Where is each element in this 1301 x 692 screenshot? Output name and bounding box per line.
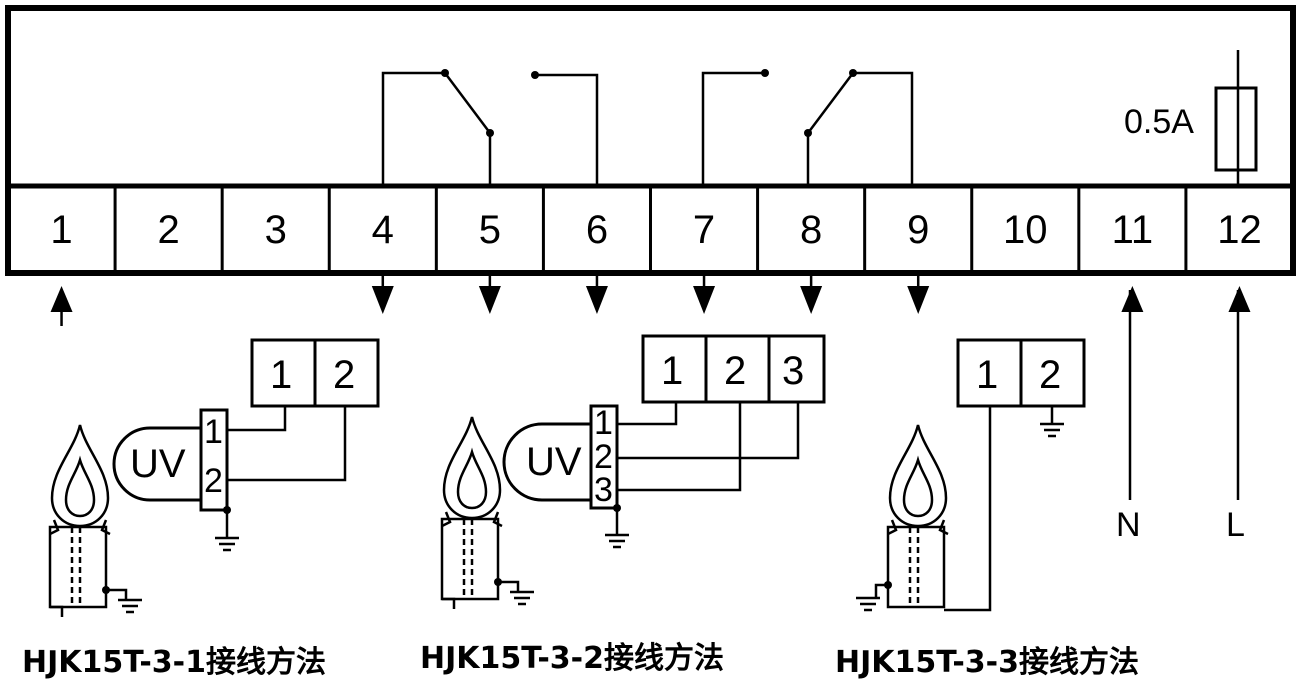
config1-caption: HJK15T-3-1接线方法 xyxy=(22,645,326,680)
terminal-10-label: 10 xyxy=(1003,208,1048,252)
config3-connector-pin-1: 1 xyxy=(976,353,998,397)
arrow-down-terminal-8 xyxy=(800,273,823,314)
terminal-7-label: 7 xyxy=(693,208,715,252)
config2-sensor-pin-3: 3 xyxy=(594,471,613,509)
config-3: 1 2 HJK15T-3-3接线方法 xyxy=(835,338,1139,680)
config2-connector-pin-2: 2 xyxy=(724,349,746,393)
arrow-down-terminal-9 xyxy=(907,273,930,314)
config2-caption: HJK15T-3-2接线方法 xyxy=(420,641,724,676)
terminal-5-label: 5 xyxy=(479,208,501,252)
relay-contact-1 xyxy=(381,69,599,186)
arrow-up-terminal-1 xyxy=(50,286,73,326)
config2-sensor-pin-2: 2 xyxy=(594,438,613,476)
arrow-down-terminal-7 xyxy=(693,273,716,314)
fuse xyxy=(1214,50,1258,186)
config1-sensor-pin-2: 2 xyxy=(204,462,223,500)
config2-connector-pin-1: 1 xyxy=(661,349,683,393)
config-2: 1 2 3 UV 1 2 3 HJK15T-3-2接线方法 xyxy=(420,334,826,676)
config1-connector-pin-1: 1 xyxy=(270,353,292,397)
terminal-1-label: 1 xyxy=(50,208,72,252)
terminal-2-label: 2 xyxy=(158,208,180,252)
config2-sensor-pin-1: 1 xyxy=(594,404,613,442)
config3-caption: HJK15T-3-3接线方法 xyxy=(835,645,1139,680)
fuse-rating-label: 0.5A xyxy=(1124,103,1194,141)
relay-contact-2 xyxy=(701,69,914,186)
terminal-4-label: 4 xyxy=(372,208,394,252)
terminal-12-label: 12 xyxy=(1217,208,1262,252)
arrow-up-terminal-11 xyxy=(1121,286,1144,312)
config-1: 1 2 UV 1 2 HJK15T-3-1接线方法 xyxy=(22,338,380,680)
config1-connector-pin-2: 2 xyxy=(333,353,355,397)
terminal-8-label: 8 xyxy=(800,208,822,252)
terminal-dividers xyxy=(113,186,1188,273)
terminal-9-label: 9 xyxy=(907,208,929,252)
arrow-down-terminal-4 xyxy=(371,273,394,314)
terminal-arrows xyxy=(50,273,1251,326)
terminal-11-label: 11 xyxy=(1112,208,1154,252)
live-label: L xyxy=(1226,506,1245,544)
uv-sensor-1 xyxy=(112,426,201,502)
uv-sensor-2 xyxy=(502,422,591,502)
config2-connector-pin-3: 3 xyxy=(782,349,804,393)
config2-uv-label: UV xyxy=(526,440,582,484)
terminal-6-label: 6 xyxy=(586,208,608,252)
config1-sensor-pin-1: 1 xyxy=(204,413,223,451)
config1-uv-label: UV xyxy=(130,442,186,486)
terminal-3-label: 3 xyxy=(265,208,287,252)
arrow-down-terminal-6 xyxy=(585,273,608,314)
arrow-up-terminal-12 xyxy=(1228,286,1251,312)
config3-connector-pin-2: 2 xyxy=(1039,353,1061,397)
neutral-label: N xyxy=(1116,506,1141,544)
arrow-down-terminal-5 xyxy=(478,273,501,314)
